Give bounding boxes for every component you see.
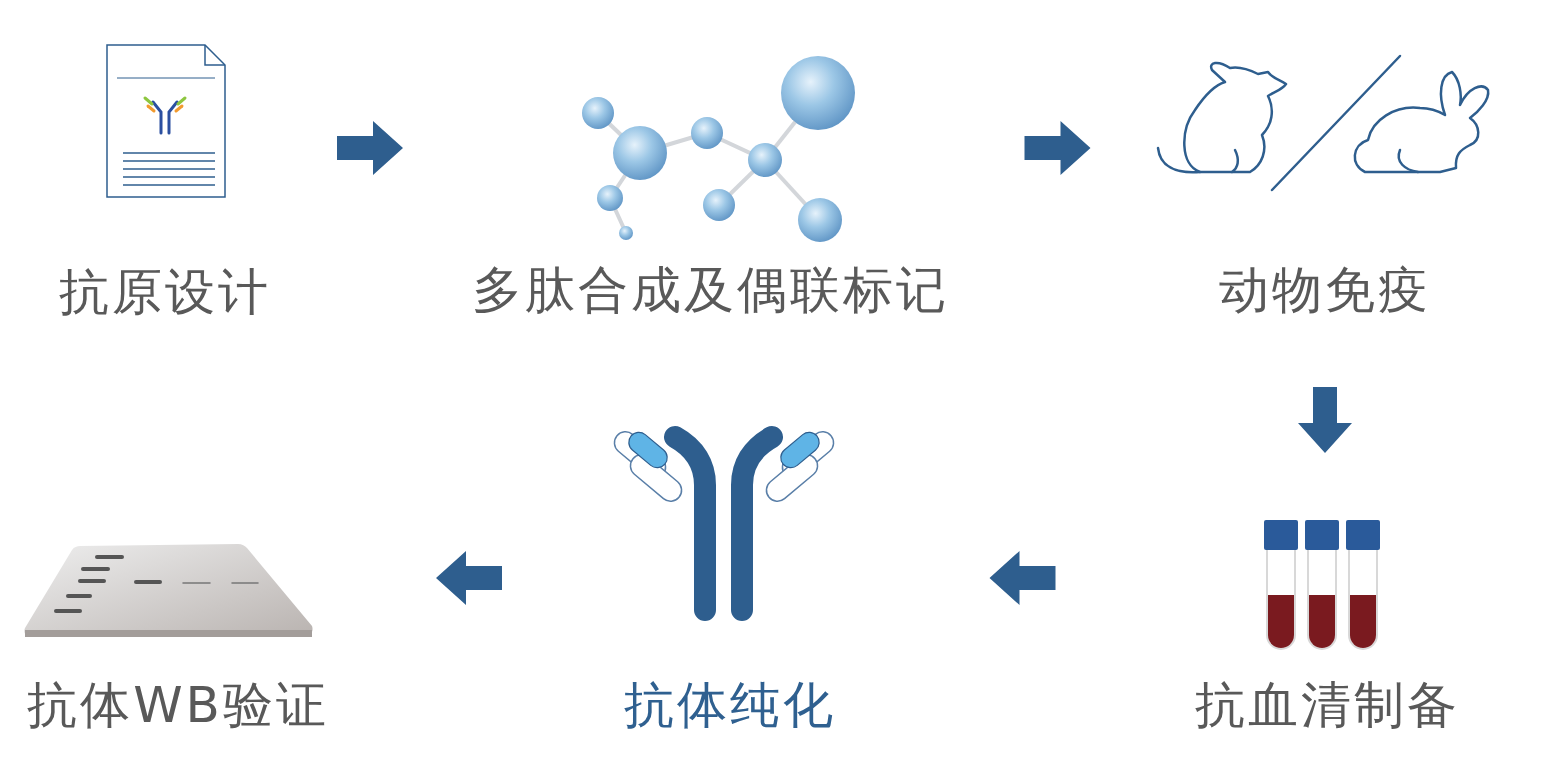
tube-icons — [1264, 520, 1380, 649]
flow-arrow — [990, 551, 1056, 605]
process-step: 抗原设计 — [35, 40, 295, 330]
process-step: 抗体纯化 — [590, 420, 870, 740]
process-step: 动物免疫 — [1140, 50, 1510, 330]
step-label: 抗体纯化 — [590, 675, 870, 735]
process-step: 抗血清制备 — [1175, 510, 1480, 740]
process-step: 抗体WB验证 — [8, 535, 348, 740]
gel-plate-icon — [24, 544, 312, 637]
flow-arrow — [1298, 387, 1352, 453]
flow-arrow — [436, 551, 502, 605]
step-label: 动物免疫 — [1140, 260, 1510, 320]
flow-arrow — [1025, 121, 1091, 175]
antibody-icon — [610, 427, 838, 610]
flow-arrow — [337, 121, 403, 175]
step-label: 抗血清制备 — [1175, 675, 1480, 735]
animal-icons — [1158, 56, 1488, 190]
step-label: 抗体WB验证 — [8, 675, 348, 735]
molecule-icon — [582, 56, 855, 242]
step-label: 抗原设计 — [35, 262, 295, 322]
process-step: 多肽合成及偶联标记 — [445, 50, 975, 330]
document-icon — [107, 45, 225, 197]
step-label: 多肽合成及偶联标记 — [445, 260, 975, 320]
